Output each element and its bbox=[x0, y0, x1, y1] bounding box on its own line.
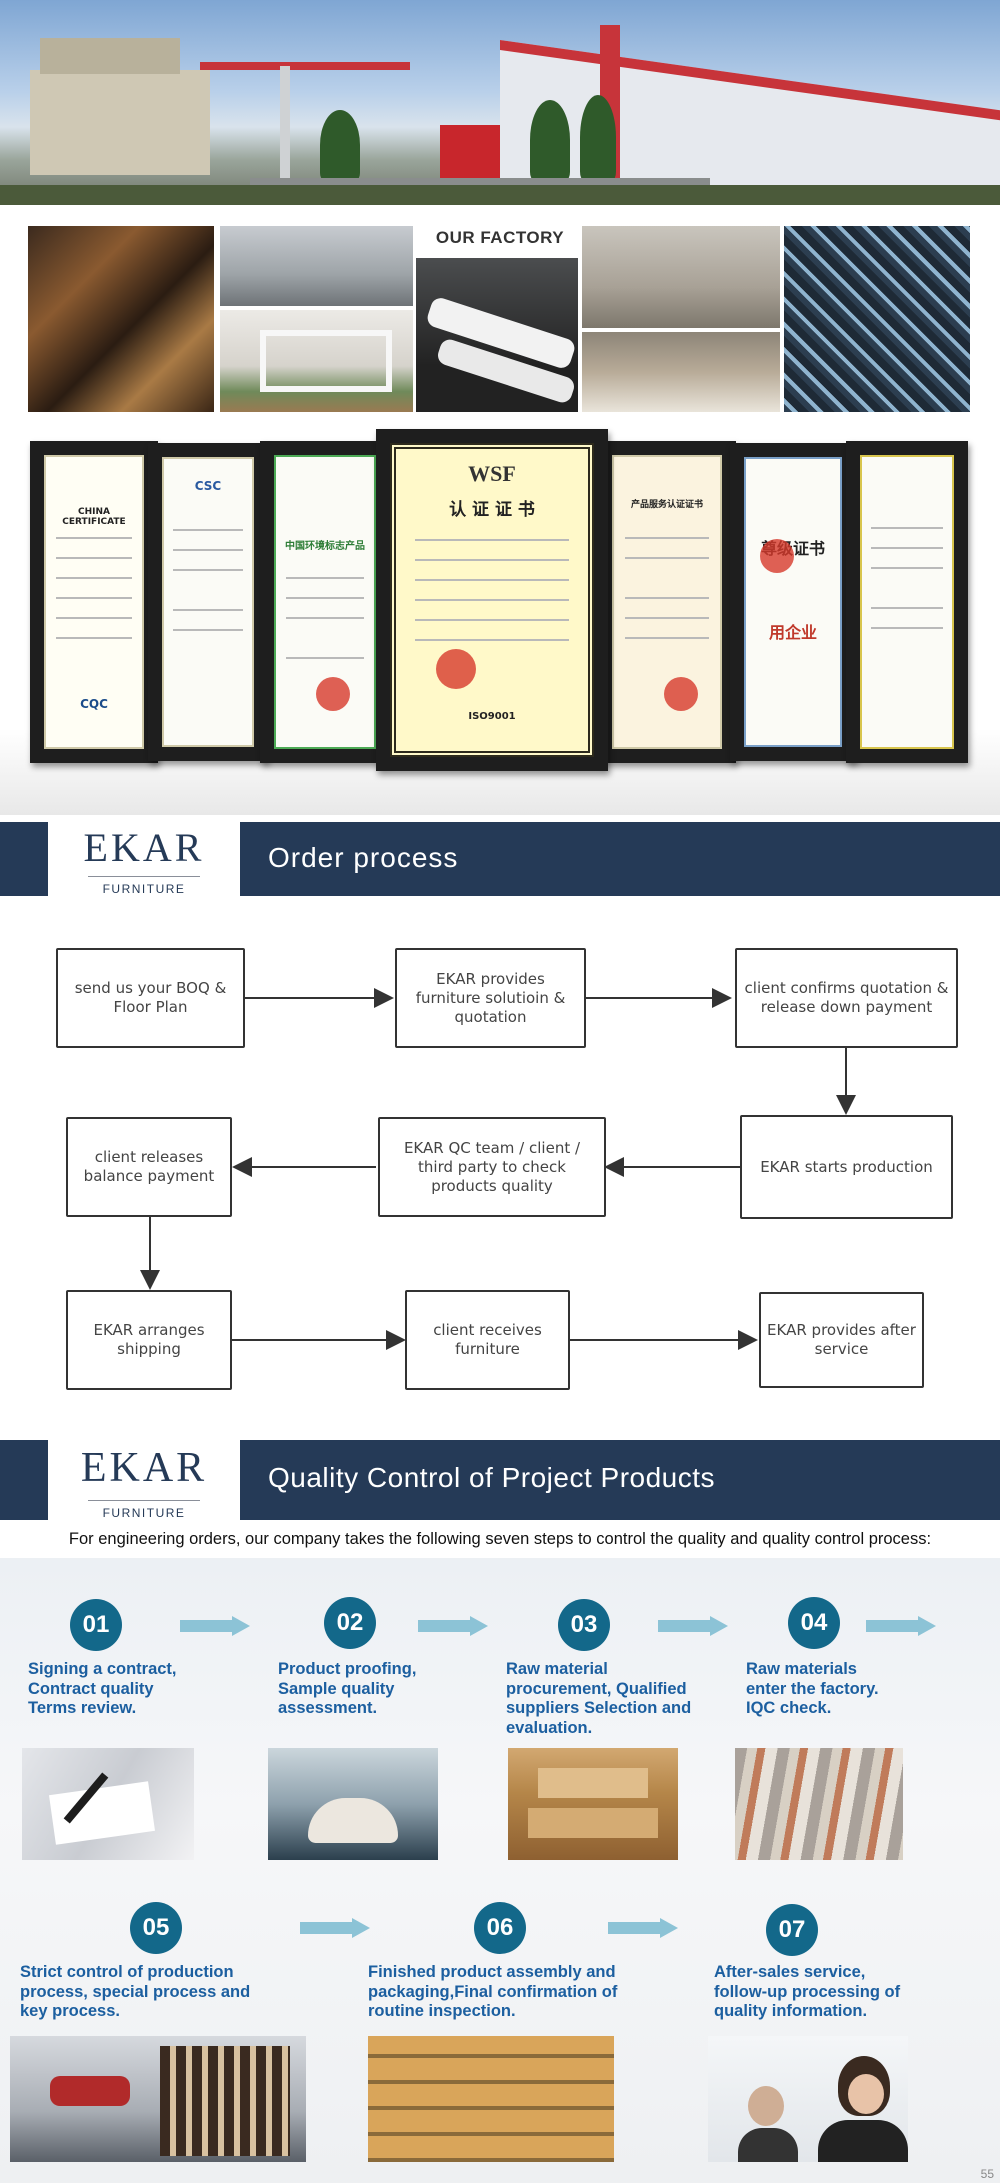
factory-photo-sofa-frame bbox=[220, 310, 413, 412]
qc-arrow-icon-2 bbox=[418, 1616, 488, 1636]
flow-step-2: EKAR provides furniture solutioin & quot… bbox=[395, 948, 586, 1048]
qc-step-text-07: After-sales service, follow-up processin… bbox=[714, 1963, 901, 2020]
flow-step-7: EKAR arranges shipping bbox=[66, 1290, 232, 1390]
certificate-environmental: 中国环境标志产品 bbox=[260, 441, 390, 763]
factory-photo-loungers bbox=[416, 258, 578, 412]
flow-step-6: client releases balance payment bbox=[66, 1117, 232, 1217]
qc-image-timber bbox=[508, 1748, 678, 1860]
logo-word: EKAR bbox=[83, 825, 205, 870]
quality-control-header: EKAR FURNITURE Quality Control of Projec… bbox=[0, 1436, 1000, 1528]
flow-step-4: EKAR starts production bbox=[740, 1115, 953, 1219]
quality-control-title: Quality Control of Project Products bbox=[268, 1462, 716, 1493]
factory-hero-photo bbox=[0, 0, 1000, 205]
wsf-logo: WSF bbox=[468, 461, 516, 486]
certificate-iso9001: WSF 认 证 证 书 ISO9001 bbox=[376, 429, 608, 771]
qc-step-text-05: Strict control of production process, sp… bbox=[20, 1963, 251, 2020]
csc-logo: CSC bbox=[194, 479, 222, 493]
qc-step-num-03: 03 bbox=[558, 1599, 610, 1651]
flow-step-1: send us your BOQ & Floor Plan bbox=[56, 948, 245, 1048]
iso-badge: ISO9001 bbox=[468, 711, 516, 722]
qc-arrow-icon-4 bbox=[866, 1616, 936, 1636]
qc-step-text-01: Signing a contract, Contract quality Ter… bbox=[28, 1660, 177, 1717]
factory-title: OUR FACTORY bbox=[435, 228, 565, 247]
flow-step-3: client confirms quotation & release down… bbox=[735, 948, 958, 1048]
qc-image-warehouse bbox=[368, 2036, 614, 2162]
service-cert-title: 产品服务认证证书 bbox=[630, 500, 703, 510]
main-cert-title: 认 证 证 书 bbox=[449, 500, 535, 520]
qc-step-num-07: 07 bbox=[766, 1904, 818, 1956]
qc-step-text-02: Product proofing, Sample quality assessm… bbox=[278, 1660, 417, 1717]
certificate-cqc: CHINA CERTIFICATE CQC bbox=[30, 441, 158, 763]
ekar-logo-2: EKAR FURNITURE bbox=[48, 1436, 240, 1528]
page-number: 55 bbox=[980, 2167, 994, 2181]
qc-step-num-06: 06 bbox=[474, 1902, 526, 1954]
qc-step-num-04: 04 bbox=[788, 1597, 840, 1649]
qc-arrow-icon-1 bbox=[180, 1616, 250, 1636]
quality-control-intro: For engineering orders, our company take… bbox=[68, 1530, 932, 1548]
certificates-wall: CHINA CERTIFICATE CQC CSC 中国环境标志产品 WSF 认… bbox=[0, 425, 1000, 815]
qc-step-num-02: 02 bbox=[324, 1597, 376, 1649]
qc-arrow-icon-6 bbox=[608, 1918, 678, 1938]
factory-photo-wood-strips bbox=[28, 226, 214, 412]
qc-step-num-05: 05 bbox=[130, 1902, 182, 1954]
logo-sub: FURNITURE bbox=[102, 882, 186, 896]
qc-image-showroom bbox=[268, 1748, 438, 1860]
qc-step-num-01: 01 bbox=[70, 1599, 122, 1651]
flow-step-9: EKAR provides after service bbox=[759, 1292, 924, 1388]
qc-image-contract bbox=[22, 1748, 194, 1860]
certificate-service: 产品服务认证证书 bbox=[598, 441, 736, 763]
logo-word-2: EKAR bbox=[80, 1445, 208, 1491]
flow-step-8: client receives furniture bbox=[405, 1290, 570, 1390]
order-process-title: Order process bbox=[268, 842, 459, 873]
qc-image-fabrics bbox=[735, 1748, 903, 1860]
factory-photo-metal-frames bbox=[784, 226, 970, 412]
truck bbox=[440, 125, 500, 180]
qc-arrow-icon-3 bbox=[658, 1616, 728, 1636]
factory-photo-workshop-1 bbox=[220, 226, 413, 306]
certificate-grade: 尊级证书 用企业 bbox=[730, 443, 856, 761]
cqc-logo: CQC bbox=[80, 697, 108, 711]
gatehouse bbox=[30, 70, 210, 175]
order-flow-arrows bbox=[140, 988, 856, 1350]
qc-step-text-04: Raw materials enter the factory. IQC che… bbox=[746, 1660, 879, 1717]
order-process-header: EKAR FURNITURE Order process bbox=[0, 818, 1000, 904]
ekar-logo: EKAR FURNITURE bbox=[48, 818, 240, 904]
logo-sub-2: FURNITURE bbox=[102, 1506, 186, 1520]
factory-photo-chairs bbox=[582, 226, 780, 328]
grade-cert-sub: 用企业 bbox=[768, 623, 817, 642]
flow-step-5: EKAR QC team / client / third party to c… bbox=[378, 1117, 606, 1217]
qc-step-text-06: Finished product assembly and packaging,… bbox=[368, 1963, 618, 2020]
certificate-csc: CSC bbox=[148, 443, 268, 761]
environment-cert-title: 中国环境标志产品 bbox=[285, 541, 365, 552]
factory-photo-wicker bbox=[582, 332, 780, 412]
certificate-product bbox=[846, 441, 968, 763]
qc-arrow-icon-5 bbox=[300, 1918, 370, 1938]
qc-step-text-03: Raw material procurement, Qualified supp… bbox=[506, 1660, 692, 1737]
qc-image-production bbox=[10, 2036, 306, 2162]
qc-image-customer-service bbox=[708, 2036, 908, 2162]
